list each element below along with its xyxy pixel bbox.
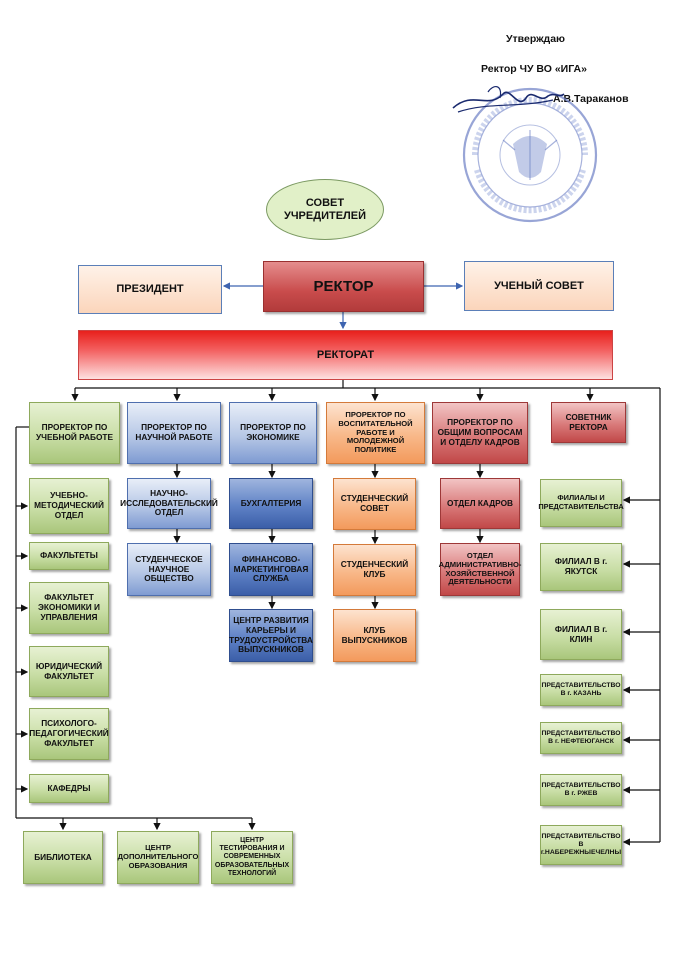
vice-rector-economics: ПРОРЕКТОР ПО ЭКОНОМИКЕ	[229, 402, 317, 464]
vice-rector-youth: ПРОРЕКТОР ПО ВОСПИТАТЕЛЬНОЙ РАБОТЕ И МОЛ…	[326, 402, 425, 464]
library-box: БИБЛИОТЕКА	[23, 831, 103, 884]
president-label: ПРЕЗИДЕНТ	[116, 283, 184, 296]
col6-item: ПРЕДСТАВИТЕЛЬСТВО В г.НАБЕРЕЖНЫЕЧЕЛНЫ	[540, 825, 622, 865]
additional-education-box: ЦЕНТР ДОПОЛНИТЕЛЬНОГО ОБРАЗОВАНИЯ	[117, 831, 199, 884]
col3-item: ЦЕНТР РАЗВИТИЯ КАРЬЕРЫ И ТРУДОУСТРОЙСТВА…	[229, 609, 313, 662]
founders-label: СОВЕТ УЧРЕДИТЕЛЕЙ	[283, 196, 366, 222]
col1-item: ФАКУЛЬТЕТ ЭКОНОМИКИ И УПРАВЛЕНИЯ	[29, 582, 109, 634]
approval-label: Утверждаю	[506, 33, 566, 45]
vice-rector-academic: ПРОРЕКТОР ПО УЧЕБНОЙ РАБОТЕ	[29, 402, 120, 464]
col6-item: ФИЛИАЛЫ И ПРЕДСТАВИТЕЛЬСТВА	[538, 479, 624, 527]
rector-label: РЕКТОР	[313, 277, 374, 295]
col4-item: КЛУБ ВЫПУСКНИКОВ	[333, 609, 416, 662]
academic-council-box: УЧЕНЫЙ СОВЕТ	[464, 261, 614, 311]
president-box: ПРЕЗИДЕНТ	[78, 265, 222, 314]
rector-box: РЕКТОР	[263, 261, 424, 312]
col2-item: СТУДЕНЧЕСКОЕ НАУЧНОЕ ОБЩЕСТВО	[127, 543, 211, 596]
col5-item: ОТДЕЛ АДМИНИСТРАТИВНО-ХОЗЯЙСТВЕННОЙ ДЕЯТ…	[439, 543, 521, 596]
col4-item: СТУДЕНЧЕСКИЙ СОВЕТ	[333, 478, 416, 530]
signature	[452, 86, 565, 113]
col3-item: БУХГАЛТЕРИЯ	[229, 478, 313, 529]
col4-item: СТУДЕНЧЕСКИЙ КЛУБ	[333, 544, 416, 596]
rector-advisor: СОВЕТНИК РЕКТОРА	[551, 402, 626, 443]
rector-title: Ректор ЧУ ВО «ИГА»	[481, 63, 587, 75]
rector-name: А.В.Тараканов	[553, 93, 629, 105]
col6-item: ФИЛИАЛ В г. ЯКУТСК	[540, 543, 622, 591]
col6-item: ПРЕДСТАВИТЕЛЬСТВО В г. РЖЕВ	[540, 774, 622, 806]
vice-rector-science: ПРОРЕКТОР ПО НАУЧНОЙ РАБОТЕ	[127, 402, 221, 464]
col6-item: ФИЛИАЛ В г. КЛИН	[540, 609, 622, 660]
vice-rector-general: ПРОРЕКТОР ПО ОБЩИМ ВОПРОСАМ И ОТДЕЛУ КАД…	[432, 402, 528, 464]
rectorate-box: РЕКТОРАТ	[78, 330, 613, 380]
col3-item: ФИНАНСОВО-МАРКЕТИНГОВАЯ СЛУЖБА	[229, 543, 313, 596]
col2-item: НАУЧНО-ИССЛЕДОВАТЕЛЬСКИЙ ОТДЕЛ	[120, 478, 218, 529]
col1-item: ПСИХОЛОГО-ПЕДАГОГИЧЕСКИЙ ФАКУЛЬТЕТ	[29, 708, 109, 760]
col1-item: КАФЕДРЫ	[29, 774, 109, 803]
founders-council: СОВЕТ УЧРЕДИТЕЛЕЙ	[266, 179, 384, 240]
testing-center-box: ЦЕНТР ТЕСТИРОВАНИЯ И СОВРЕМЕННЫХ ОБРАЗОВ…	[211, 831, 293, 884]
col1-item: ФАКУЛЬТЕТЫ	[29, 542, 109, 570]
col1-item: УЧЕБНО-МЕТОДИЧЕСКИЙ ОТДЕЛ	[29, 478, 109, 534]
academic-council-label: УЧЕНЫЙ СОВЕТ	[494, 279, 584, 292]
col6-item: ПРЕДСТАВИТЕЛЬСТВО В г. НЕФТЕЮГАНСК	[540, 722, 622, 754]
col5-item: ОТДЕЛ КАДРОВ	[440, 478, 520, 529]
col6-item: ПРЕДСТАВИТЕЛЬСТВО В г. КАЗАНЬ	[540, 674, 622, 706]
rectorate-label: РЕКТОРАТ	[316, 348, 375, 361]
col1-item: ЮРИДИЧЕСКИЙ ФАКУЛЬТЕТ	[29, 646, 109, 697]
